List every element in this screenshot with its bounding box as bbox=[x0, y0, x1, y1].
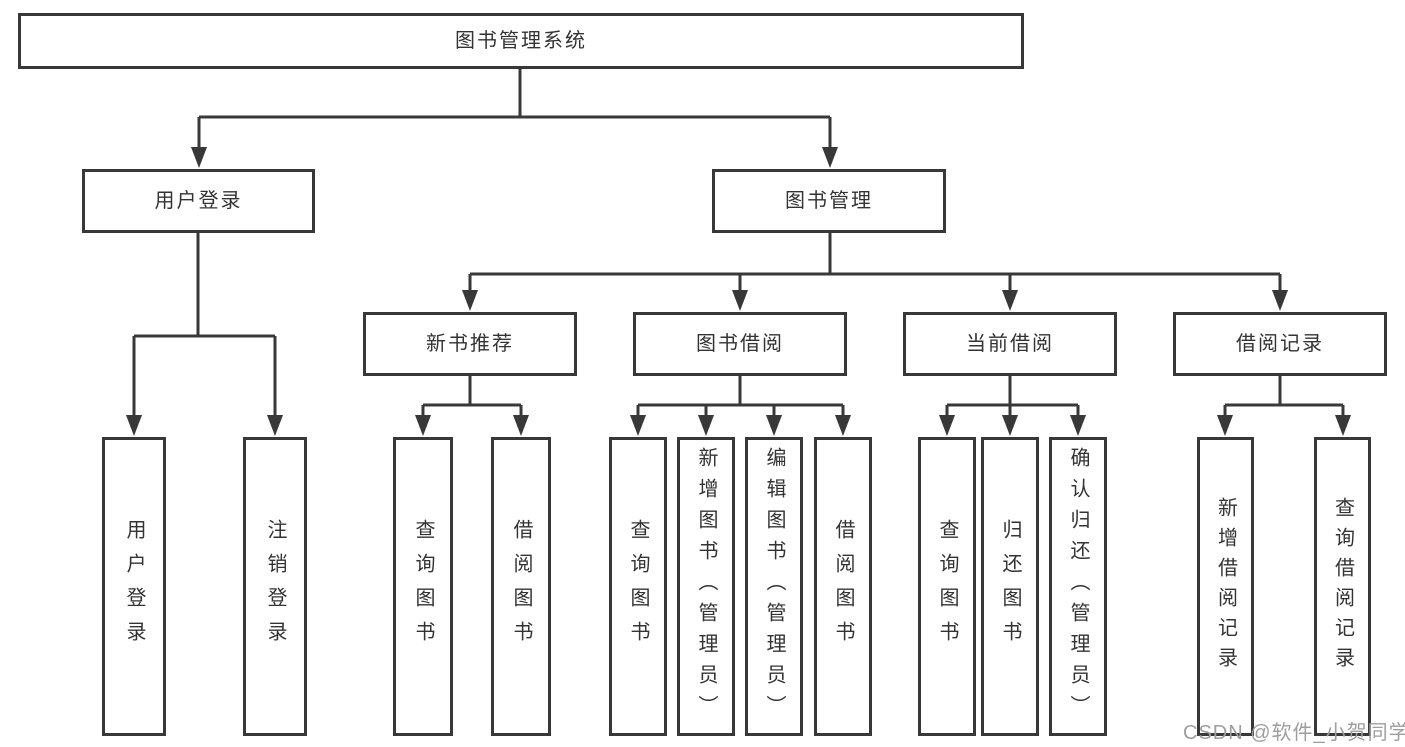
connector-book-borrow-to-children bbox=[630, 374, 851, 436]
leaf-borrow-books: 借阅图书 bbox=[814, 437, 872, 736]
node-book-management: 图书管理 bbox=[712, 169, 946, 233]
node-book-borrow: 图书借阅 bbox=[633, 312, 847, 376]
connector-current-borrow-to-children bbox=[939, 374, 1086, 436]
node-borrow-records: 借阅记录 bbox=[1173, 312, 1387, 376]
leaf-user-login: 用户登录 bbox=[102, 437, 166, 736]
connector-book-management-to-level3 bbox=[462, 231, 1288, 311]
leaf-query-borrow-record: 查询借阅记录 bbox=[1314, 437, 1371, 736]
node-library-management-system: 图书管理系统 bbox=[18, 13, 1024, 69]
leaf-return-books: 归还图书 bbox=[981, 437, 1039, 736]
watermark: CSDN @软件_小贺同学 bbox=[1183, 722, 1405, 744]
connector-new-book-recommend-to-children bbox=[415, 374, 529, 436]
node-new-book-recommend: 新书推荐 bbox=[363, 312, 577, 376]
leaf-add-borrow-record: 新增借阅记录 bbox=[1197, 437, 1254, 736]
leaf-logout-login: 注销登录 bbox=[243, 437, 307, 736]
leaf-edit-book-admin: 编辑图书（管理员） bbox=[745, 437, 803, 736]
leaf-borrow-books-recommend: 借阅图书 bbox=[491, 437, 551, 736]
leaf-add-book-admin: 新增图书（管理员） bbox=[677, 437, 735, 736]
connector-borrow-records-to-children bbox=[1217, 374, 1351, 436]
node-user-login: 用户登录 bbox=[82, 169, 315, 233]
leaf-query-books-recommend: 查询图书 bbox=[393, 437, 453, 736]
connector-user-login-to-children bbox=[126, 231, 283, 436]
leaf-confirm-return-admin: 确认归还（管理员） bbox=[1049, 437, 1107, 736]
node-current-borrow: 当前借阅 bbox=[903, 312, 1117, 376]
leaf-query-books-borrow: 查询图书 bbox=[609, 437, 667, 736]
leaf-query-books-current: 查询图书 bbox=[918, 437, 976, 736]
connector-root-to-level2 bbox=[191, 66, 838, 168]
